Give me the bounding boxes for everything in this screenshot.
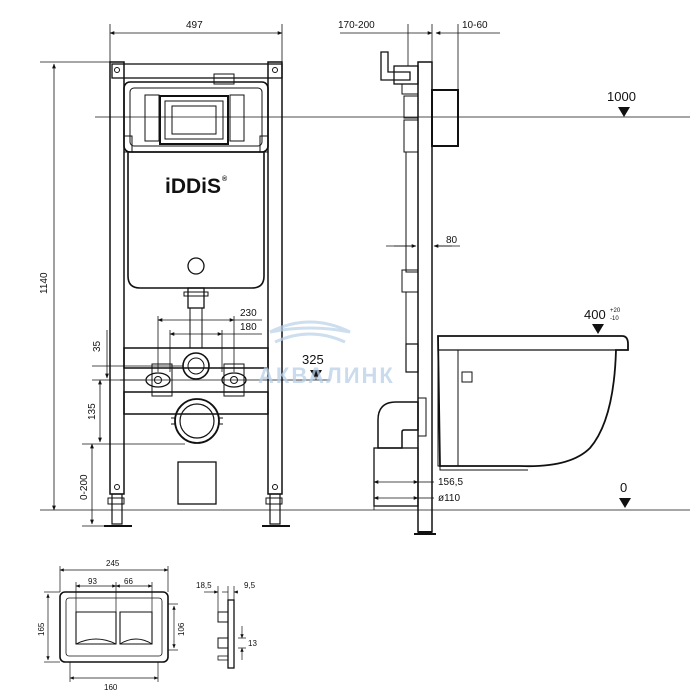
level-0-marker xyxy=(619,498,631,508)
dim-pipe-offset: 80 xyxy=(446,235,458,246)
dim-drain-diameter: ø110 xyxy=(438,493,460,504)
tolerance-plus: +20 xyxy=(610,308,621,314)
dim-inlet-230: 230 xyxy=(240,308,257,319)
upper-support-bar xyxy=(123,347,269,369)
dim-depth-range: 170-200 xyxy=(338,20,375,31)
dim-foot-range: 0-200 xyxy=(79,474,90,500)
tolerance-minus: -10 xyxy=(610,316,619,322)
lower-support-bar xyxy=(123,391,269,415)
dim-wall-gap: 10-60 xyxy=(462,20,488,31)
flush-plate-detail xyxy=(59,591,235,669)
level-400-marker xyxy=(592,324,604,334)
plate-side-thin-label: 9,5 xyxy=(244,581,256,590)
cistern-body xyxy=(127,151,265,289)
level-0-label: 0 xyxy=(620,480,627,495)
side-flush-plate xyxy=(431,89,459,147)
wall-hung-toilet xyxy=(437,335,629,468)
flush-valve-window xyxy=(159,95,229,145)
plate-button-left-label: 93 xyxy=(88,577,97,586)
plate-inner-height-label: 106 xyxy=(177,622,186,636)
dim-frame-width: 497 xyxy=(186,20,203,31)
dim-inlet-35: 35 xyxy=(92,340,103,352)
cistern-outlet-circle xyxy=(187,257,205,275)
level-1000-label: 1000 xyxy=(607,89,636,104)
right-frame-post xyxy=(267,61,283,495)
plate-button-right-label: 66 xyxy=(124,577,133,586)
side-view xyxy=(373,51,629,535)
level-1000-marker xyxy=(618,107,630,117)
dim-inlet-180: 180 xyxy=(240,322,257,333)
level-400-label: 400 xyxy=(584,307,606,322)
plate-width-label: 245 xyxy=(106,559,120,568)
dim-inlet-135: 135 xyxy=(87,403,98,420)
registered-mark: ® xyxy=(222,175,228,183)
flush-plate-outline xyxy=(59,591,169,663)
plate-side-depth-label: 18,5 xyxy=(196,581,212,590)
level-325-label: 325 xyxy=(302,352,324,367)
drain-elbow xyxy=(377,401,419,449)
drain-circle xyxy=(174,398,220,444)
watermark-text: АКВАЛИНК xyxy=(258,363,395,388)
flush-connector-circle xyxy=(182,352,210,380)
plate-side-13-label: 13 xyxy=(248,639,257,648)
dim-height-total: 1140 xyxy=(39,272,50,294)
plate-height-label: 165 xyxy=(37,622,46,636)
plate-bottom-width-label: 160 xyxy=(104,683,118,692)
level-325-marker xyxy=(310,370,322,380)
brand-logo: iDDiS xyxy=(165,175,221,198)
flush-plate-side xyxy=(227,599,235,669)
dim-drain-offset: 156,5 xyxy=(438,477,463,488)
left-frame-post xyxy=(109,61,125,495)
side-frame-post xyxy=(417,61,433,533)
front-view xyxy=(104,61,290,527)
